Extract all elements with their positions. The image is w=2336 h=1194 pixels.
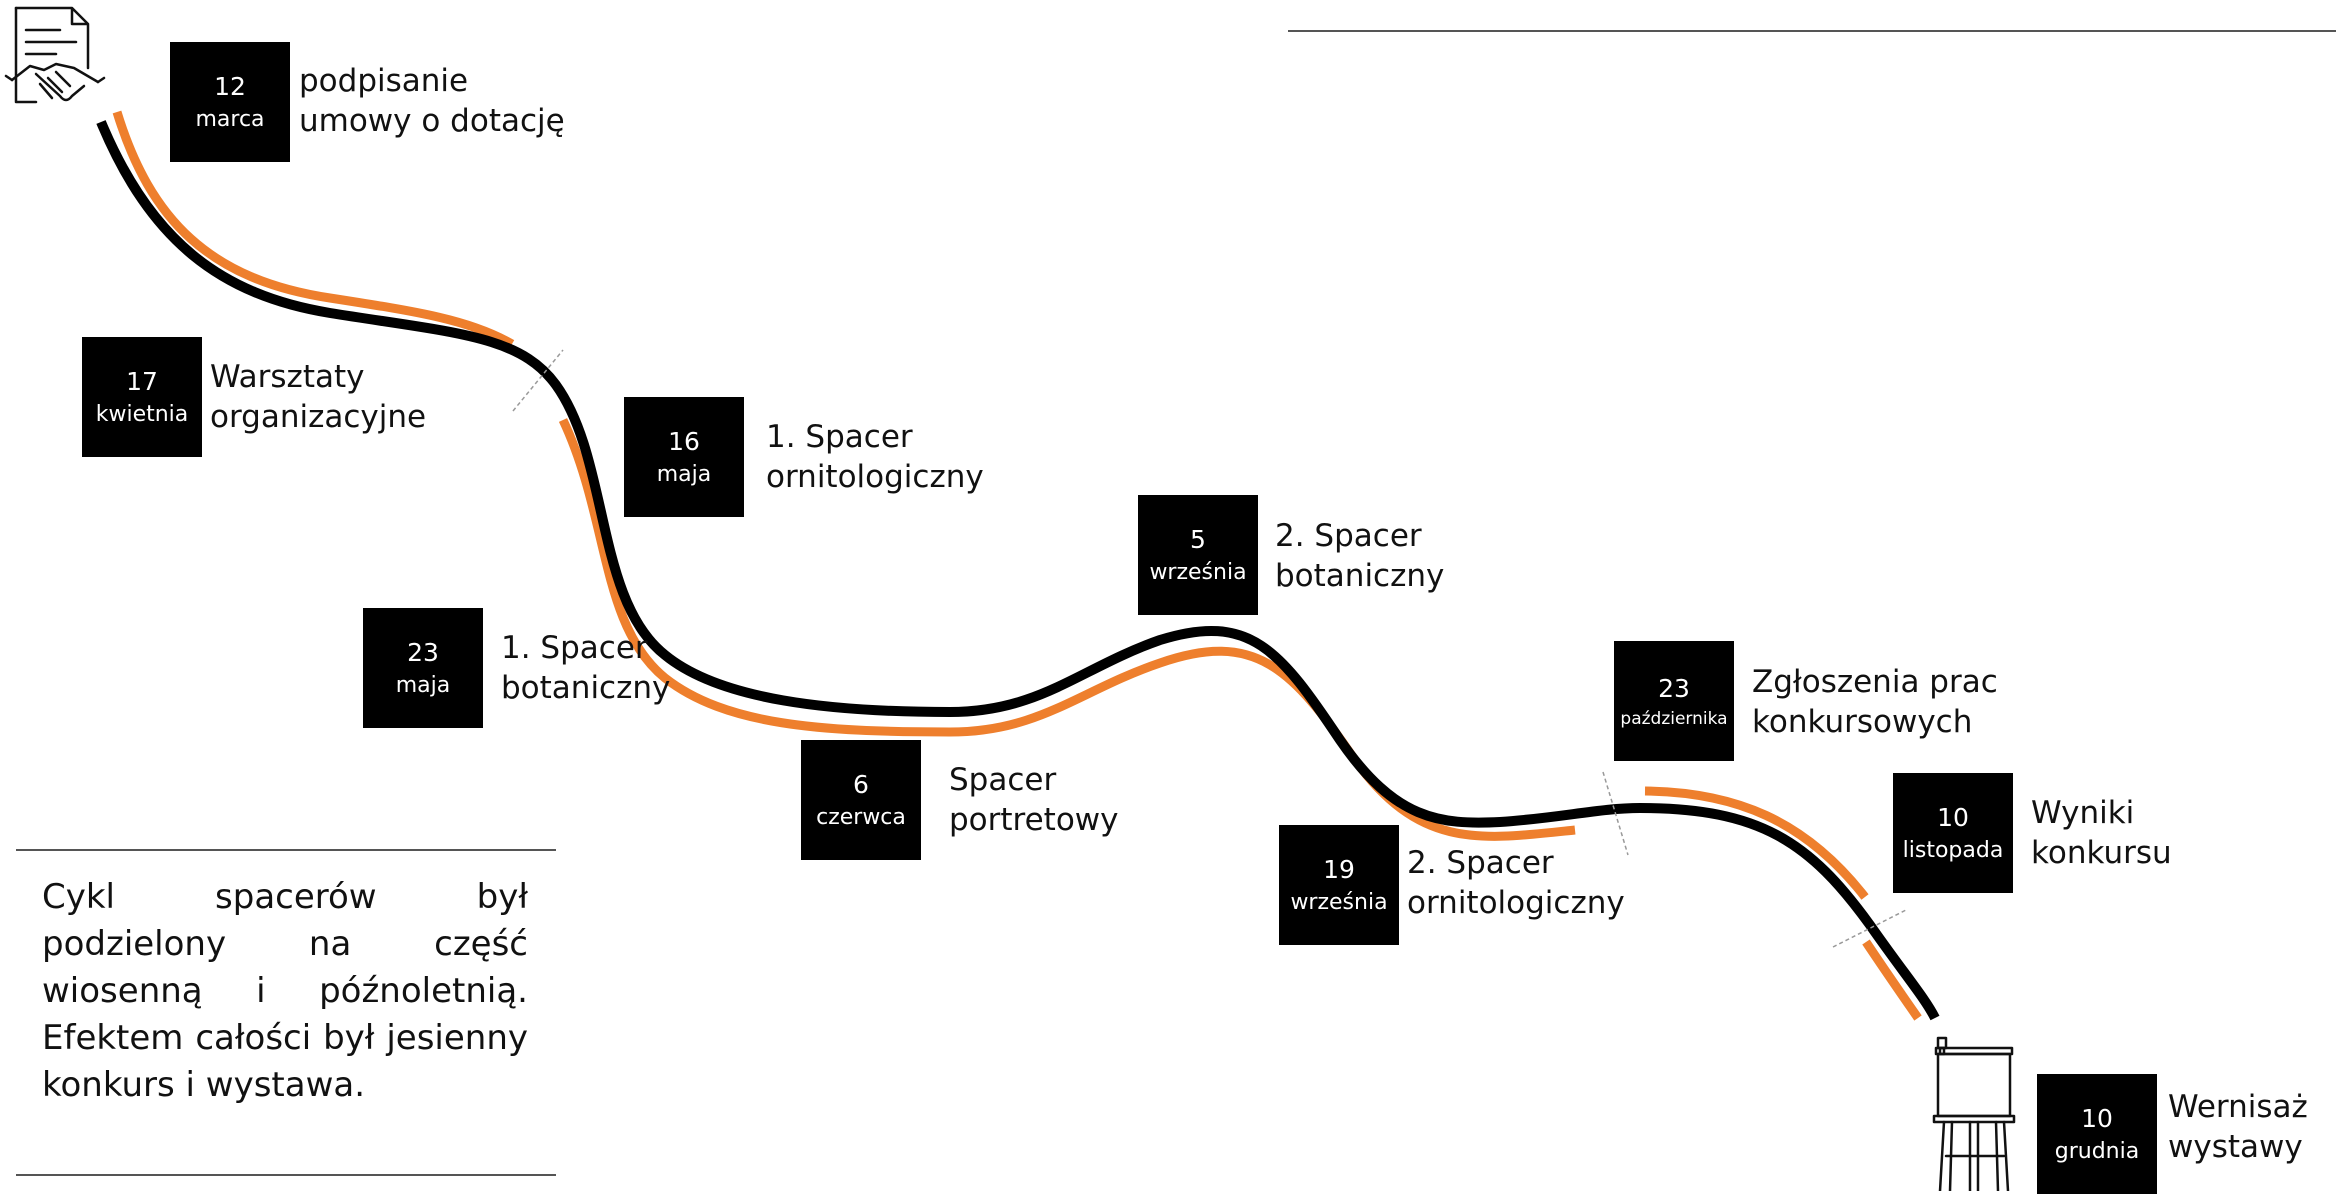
summary-top-rule [16,849,556,851]
event-label-line: 2. Spacer [1407,845,1554,881]
timeline-path [96,120,1940,1021]
event-label: Wyniki konkursu [2031,793,2172,873]
event-label-line: botaniczny [1275,558,1445,594]
orange-segment-autumn [1644,786,1869,900]
summary-text: Cykl spacerów był podzielony na część wi… [42,877,528,1105]
date-day: 5 [1190,524,1206,554]
date-box: 10 listopada [1893,773,2013,893]
date-month: września [1149,560,1247,586]
date-month: października [1620,708,1728,729]
event-label: Zgłoszenia prac konkursowych [1752,662,1998,742]
orange-segment-spring [112,110,515,348]
event-label: 2. Spacer ornitologiczny [1407,843,1625,923]
date-month: marca [195,107,265,133]
top-rule [1288,30,2336,32]
event-label: 1. Spacer ornitologiczny [766,417,984,497]
date-day: 10 [2081,1103,2113,1133]
event-label-line: organizacyjne [210,399,427,435]
date-box: 17 kwietnia [82,337,202,457]
event-label-line: 1. Spacer [501,630,648,666]
date-day: 12 [214,71,246,101]
event-label-line: 2. Spacer [1275,518,1422,554]
date-month: września [1290,890,1388,916]
event-label-line: ornitologiczny [766,459,984,495]
event-label: 2. Spacer botaniczny [1275,516,1444,596]
date-box: 23 października [1614,641,1734,761]
event-label-line: konkursowych [1752,704,1973,740]
event-label-line: wystawy [2168,1129,2303,1165]
date-box: 5 września [1138,495,1258,615]
event-label-line: podpisanie [299,63,469,99]
date-day: 19 [1323,854,1355,884]
date-box: 23 maja [363,608,483,728]
date-day: 23 [1658,674,1690,704]
orange-segment-final [1862,939,1922,1021]
date-month: czerwca [816,805,906,831]
contract-handshake-icon [4,6,106,104]
section-divider [512,349,564,412]
date-month: maja [395,673,451,699]
event-label: Wernisaż wystawy [2168,1087,2308,1167]
date-day: 23 [407,637,439,667]
date-month: kwietnia [95,402,189,428]
event-label: 1. Spacer botaniczny [501,628,670,708]
date-day: 17 [126,366,158,396]
date-day: 10 [1937,802,1969,832]
event-label-line: Warsztaty [210,359,365,395]
event-label: Spacer portretowy [949,760,1119,840]
date-month: maja [656,462,712,488]
event-label-line: Spacer [949,762,1057,798]
date-month: listopada [1902,838,2004,864]
event-label-line: botaniczny [501,670,671,706]
date-box: 6 czerwca [801,740,921,860]
date-box: 12 marca [170,42,290,162]
easel-icon [1932,1036,2016,1191]
date-box: 16 maja [624,397,744,517]
date-box: 10 grudnia [2037,1074,2157,1194]
summary-bottom-rule [16,1174,556,1176]
event-label-line: umowy o dotację [299,103,565,139]
event-label: Warsztaty organizacyjne [210,357,426,437]
event-label-line: 1. Spacer [766,419,913,455]
event-label: podpisanie umowy o dotację [299,61,565,141]
date-box: 19 września [1279,825,1399,945]
date-day: 6 [853,769,869,799]
date-day: 16 [668,426,700,456]
event-label-line: portretowy [949,802,1119,838]
event-label-line: konkursu [2031,835,2172,871]
event-label-line: ornitologiczny [1407,885,1625,921]
date-month: grudnia [2054,1139,2140,1165]
event-label-line: Zgłoszenia prac [1752,664,1998,700]
event-label-line: Wyniki [2031,795,2135,831]
section-divider [1602,771,1629,856]
event-label-line: Wernisaż [2168,1089,2308,1125]
